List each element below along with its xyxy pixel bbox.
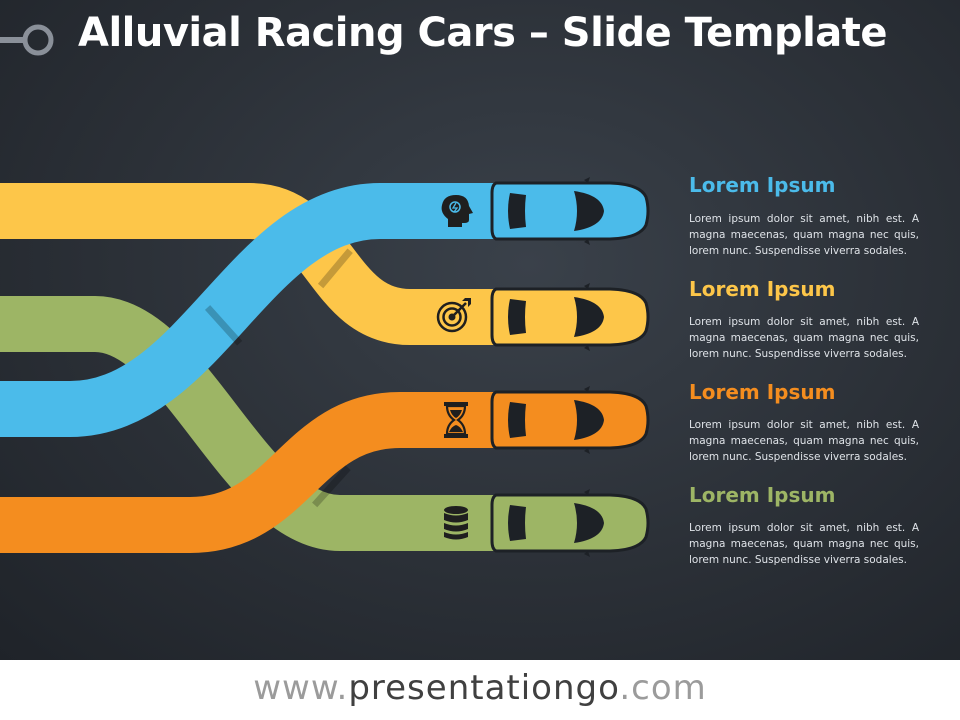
item-body-1: Lorem ipsum dolor sit amet, nibh est. A … (689, 213, 919, 257)
item-heading-4: Lorem Ipsum (689, 483, 836, 507)
item-heading-3: Lorem Ipsum (689, 380, 836, 404)
slide-title: Alluvial Racing Cars – Slide Template (78, 10, 888, 56)
crossing-shadow (204, 305, 243, 346)
database-icon (444, 506, 468, 540)
lane-yellow (0, 183, 500, 345)
crossing-shadow (312, 465, 351, 508)
title-ornament-icon (0, 24, 54, 56)
item-body-2: Lorem ipsum dolor sit amet, nibh est. A … (689, 316, 919, 360)
item-heading-1: Lorem Ipsum (689, 173, 836, 197)
car-blue (490, 177, 650, 245)
crossing-shadow (317, 248, 353, 289)
lane-green (0, 296, 500, 551)
footer-url-prefix: www. (253, 668, 349, 708)
hourglass-icon (444, 402, 468, 438)
footer: www.presentationgo.com (0, 660, 960, 720)
item-body-4: Lorem ipsum dolor sit amet, nibh est. A … (689, 522, 919, 566)
slide: Alluvial Racing Cars – Slide Template (0, 0, 960, 660)
lane-blue (0, 183, 500, 437)
car-yellow (490, 283, 650, 351)
car-green (490, 489, 650, 557)
car-orange (490, 386, 650, 454)
target-icon (436, 298, 471, 333)
item-heading-2: Lorem Ipsum (689, 277, 836, 301)
alluvial-diagram (0, 177, 650, 557)
footer-url-brand: presentationgo (348, 668, 620, 708)
lightbulb-head-icon (441, 195, 473, 227)
item-body-3: Lorem ipsum dolor sit amet, nibh est. A … (689, 419, 919, 463)
footer-url[interactable]: www.presentationgo.com (253, 668, 707, 708)
footer-url-suffix: .com (619, 668, 707, 708)
lane-orange (0, 392, 500, 553)
